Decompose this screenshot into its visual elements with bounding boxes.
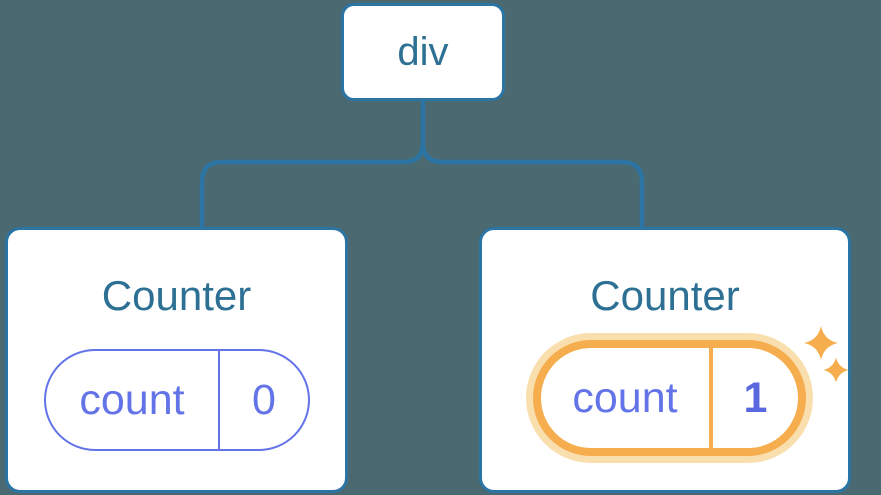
counter-card-left: Counter count 0 <box>5 227 348 493</box>
sparkle-icon <box>804 326 849 383</box>
sparkle-large-icon <box>804 326 838 360</box>
state-key: count <box>46 351 220 449</box>
connector-branch-right <box>420 142 645 229</box>
root-node-div: div <box>341 3 505 101</box>
state-value: 0 <box>252 375 276 424</box>
connector-branch-left <box>199 100 426 229</box>
component-title: Counter <box>590 272 740 319</box>
sparkle-small-icon <box>823 357 849 383</box>
state-pill-highlighted: count 1 <box>533 340 806 456</box>
state-key: count <box>541 348 713 448</box>
component-title: Counter <box>101 272 252 319</box>
counter-card-right: Counter count 1 <box>479 227 851 493</box>
state-value: 1 <box>743 373 768 422</box>
state-pill: count 0 <box>44 349 310 451</box>
root-node-label: div <box>397 29 449 74</box>
